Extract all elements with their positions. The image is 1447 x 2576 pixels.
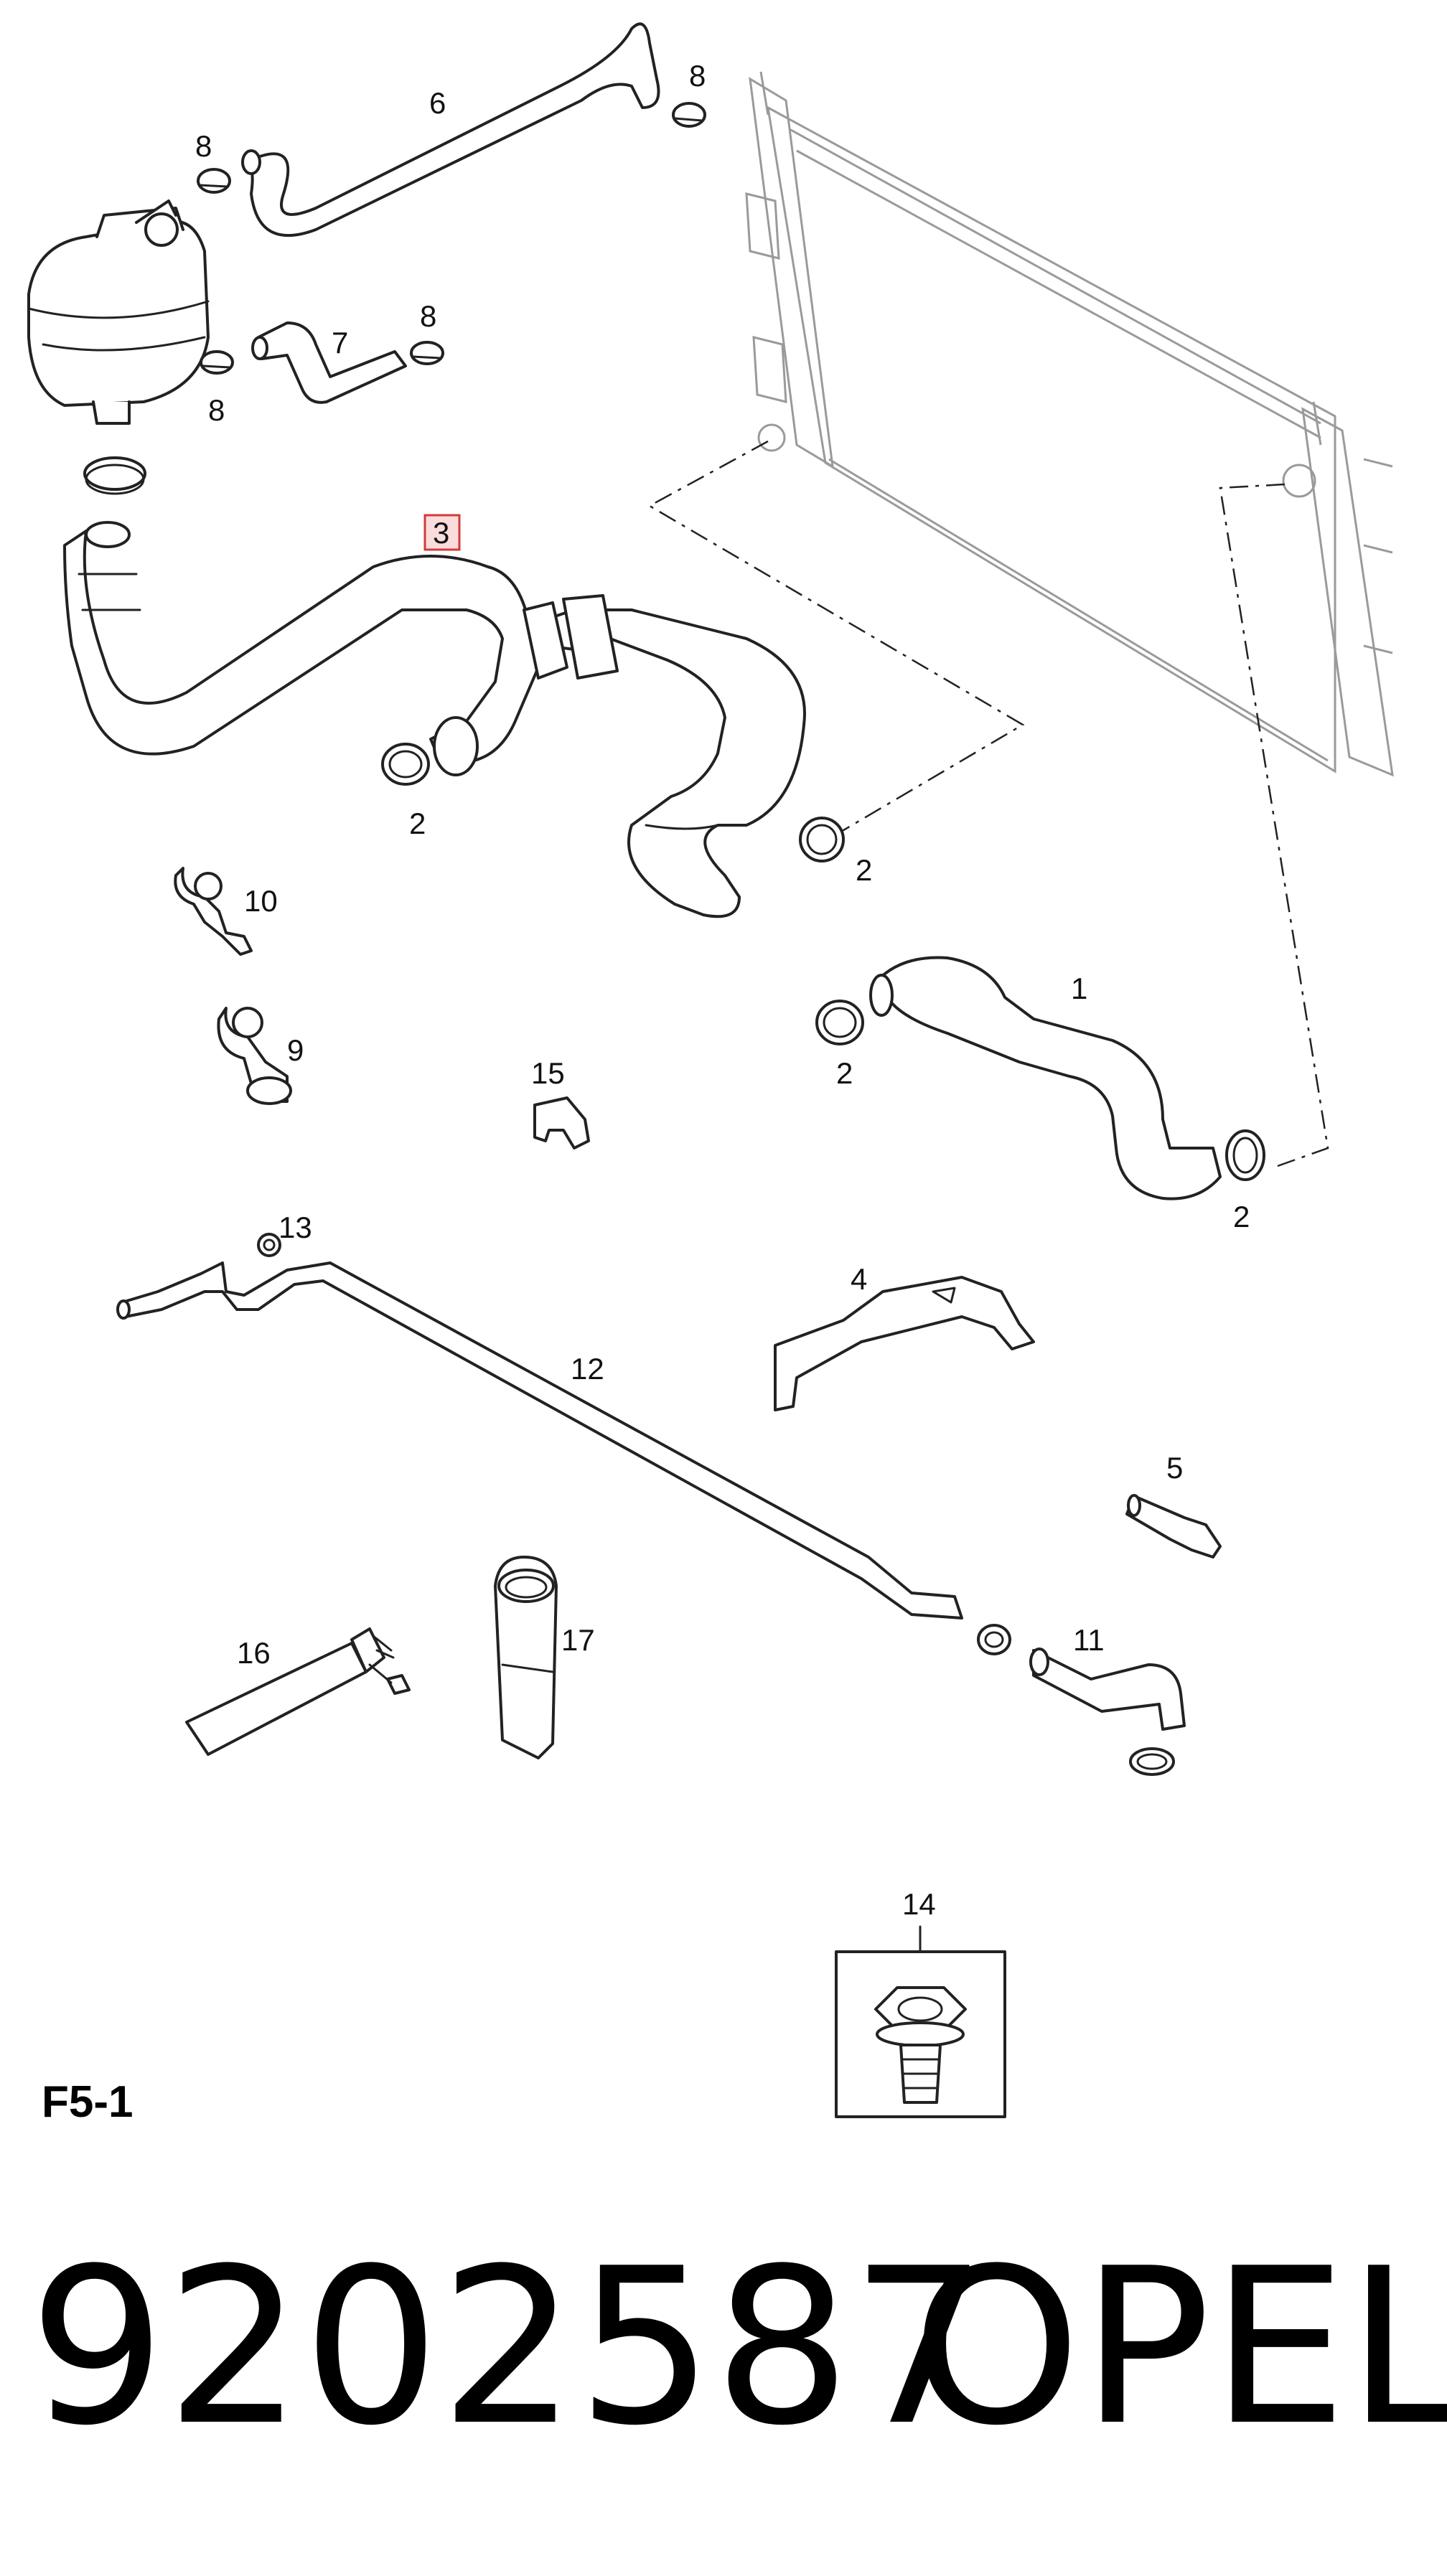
callout-10: 10 <box>244 884 278 918</box>
hose-1 <box>869 956 1222 1200</box>
callout-4: 4 <box>851 1262 867 1296</box>
callout-2: 2 <box>856 853 872 887</box>
callout-12: 12 <box>571 1352 604 1386</box>
bracket-4 <box>774 1276 1035 1411</box>
fitting-5 <box>1125 1494 1222 1559</box>
callout-3: 3 <box>433 516 449 550</box>
callout-2: 2 <box>836 1056 853 1090</box>
clamp-2-far-right <box>1225 1129 1265 1181</box>
callout-14: 14 <box>902 1887 936 1921</box>
clamp-8-mid-right <box>410 341 444 365</box>
bolt-14 <box>835 1950 1006 2118</box>
callout-7: 7 <box>332 326 348 359</box>
section-label: F5-1 <box>42 2077 133 2127</box>
clamp-2-left <box>381 743 430 786</box>
callout-2: 2 <box>1233 1200 1250 1233</box>
clip-10 <box>174 867 253 956</box>
callout-8: 8 <box>208 393 225 427</box>
callout-8: 8 <box>420 299 436 333</box>
tube-16 <box>185 1627 411 1756</box>
tank-cap-ring <box>83 456 146 495</box>
callout-11: 11 <box>1073 1623 1105 1657</box>
radiator <box>745 71 1394 777</box>
callout-17: 17 <box>561 1623 595 1657</box>
callout-6: 6 <box>429 86 446 120</box>
callout-5: 5 <box>1166 1451 1183 1485</box>
hose-6 <box>241 22 660 238</box>
clip-15 <box>533 1096 590 1150</box>
connection-lines <box>647 440 1329 1167</box>
callout-1: 1 <box>1071 972 1087 1005</box>
callout-8: 8 <box>195 129 212 163</box>
callout-8: 8 <box>689 59 706 93</box>
clamp-2-right-lower <box>815 1000 864 1045</box>
callout-13: 13 <box>278 1211 312 1244</box>
highlight-box-3 <box>423 514 461 551</box>
nut-13 <box>257 1233 281 1257</box>
hose-7 <box>251 321 407 404</box>
tube-17 <box>494 1556 558 1759</box>
callout-15: 15 <box>531 1056 565 1090</box>
clamp-8-mid-left <box>200 350 234 375</box>
callout-9: 9 <box>287 1033 304 1067</box>
part-number: 9202587 <box>29 2222 988 2473</box>
clamp-2-center <box>799 817 845 862</box>
clamp-8-top-left <box>197 168 231 194</box>
brand-name: OPEL <box>912 2222 1447 2473</box>
expansion-tank <box>27 199 210 425</box>
hose-11 <box>1029 1647 1186 1731</box>
hose-3 <box>63 521 806 918</box>
clamp-pipe-end <box>977 1624 1011 1655</box>
clamp-hose-11 <box>1129 1747 1175 1776</box>
callout-2: 2 <box>409 807 426 840</box>
callout-16: 16 <box>237 1636 271 1670</box>
pipe-12 <box>116 1261 963 1620</box>
clip-9 <box>217 1007 292 1105</box>
clamp-8-top-right <box>672 102 706 128</box>
